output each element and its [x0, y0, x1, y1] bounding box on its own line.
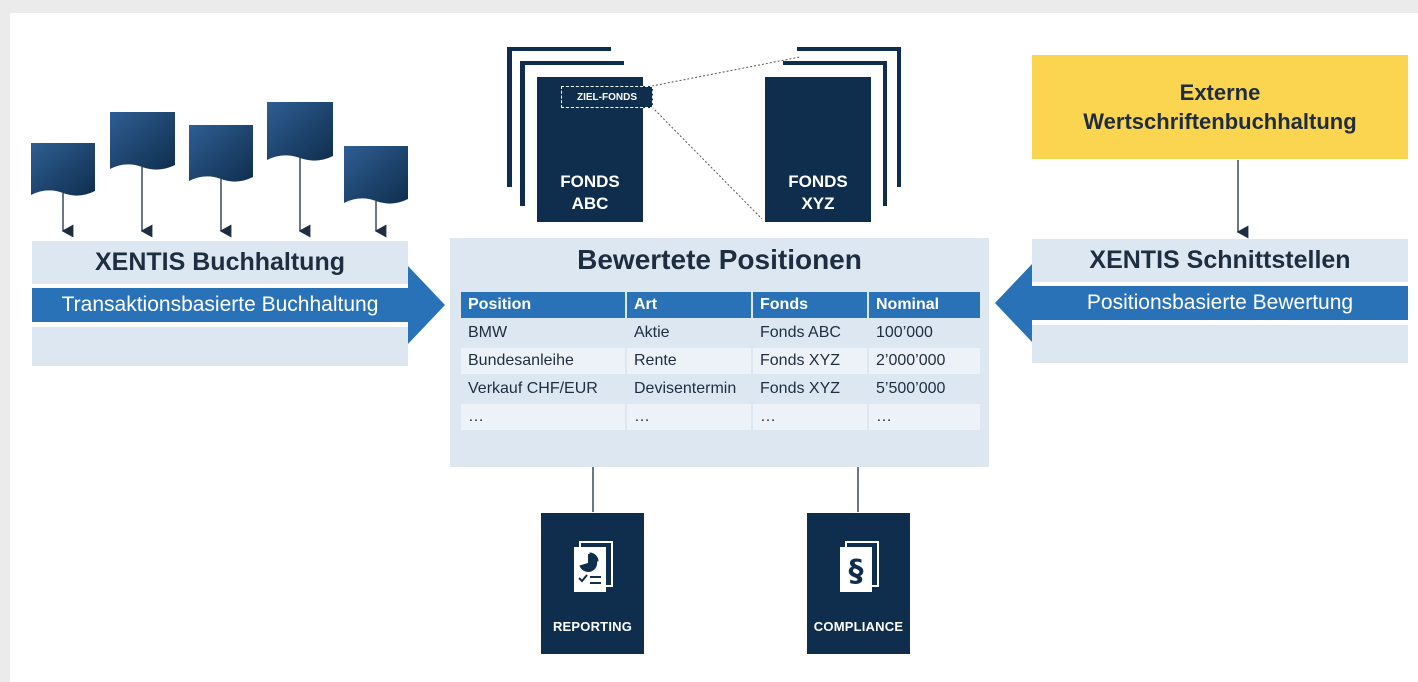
table-cell: … [869, 404, 980, 430]
compliance-icon: § [839, 541, 879, 592]
fund-xyz-line-1: FONDS [788, 172, 848, 191]
reporting-icon [573, 541, 613, 592]
table-cell: 2’000’000 [869, 348, 980, 374]
left-title-band: XENTIS Buchhaltung [32, 241, 408, 284]
table-cell: … [627, 404, 751, 430]
fund-abc-line-2: ABC [571, 194, 609, 213]
target-fund-label: ZIEL-FONDS [577, 91, 637, 103]
diagram-canvas: XENTIS Buchhaltung Transaktionsbasierte … [10, 13, 1418, 682]
right-arrow-label: Positionsbasierte Bewertung [1086, 291, 1354, 314]
positions-header-row: Position Art Fonds Nominal [461, 292, 980, 318]
table-cell: 5’500’000 [869, 376, 980, 402]
target-fund-connector-bottom [651, 106, 763, 220]
connector-layer [31, 47, 1408, 512]
right-title-band: XENTIS Schnittstellen [1032, 239, 1408, 282]
document-icon-3 [189, 125, 253, 238]
fund-xyz-stack [765, 47, 901, 222]
table-cell: 100’000 [869, 320, 980, 346]
table-cell: BMW [461, 320, 625, 346]
left-flow-arrow [32, 266, 445, 344]
table-cell: Verkauf CHF/EUR [461, 376, 625, 402]
fund-abc-stack [507, 47, 643, 222]
document-icon-5 [344, 146, 408, 238]
fund-xyz-label: FONDS XYZ [765, 171, 871, 215]
svg-text:§: § [848, 554, 863, 589]
document-icon-2 [110, 112, 175, 238]
compliance-box: § COMPLIANCE [807, 513, 910, 654]
right-bottom-band [1032, 325, 1408, 363]
external-accounting-box: Externe Wertschriftenbuchhaltung [1032, 55, 1408, 159]
external-line-1: Externe [1179, 80, 1261, 105]
document-icon-4 [267, 102, 333, 238]
table-row: BMW Aktie Fonds ABC 100’000 [461, 320, 980, 346]
table-cell: … [461, 404, 625, 430]
left-arrow-label-box: Transaktionsbasierte Buchhaltung [32, 288, 408, 322]
table-cell: Aktie [627, 320, 751, 346]
column-header: Nominal [869, 292, 980, 318]
table-cell: … [753, 404, 867, 430]
right-title: XENTIS Schnittstellen [1089, 246, 1351, 274]
table-cell: Bundesanleihe [461, 348, 625, 374]
left-bottom-band [32, 327, 408, 366]
table-row: Bundesanleihe Rente Fonds XYZ 2’000’000 [461, 348, 980, 374]
reporting-box: REPORTING [541, 513, 644, 654]
table-cell: Fonds XYZ [753, 348, 867, 374]
table-row: … … … … [461, 404, 980, 430]
fund-abc-line-1: FONDS [560, 172, 620, 191]
fund-xyz-line-2: XYZ [801, 194, 835, 213]
document-icon-1 [31, 143, 95, 238]
table-cell: Fonds ABC [753, 320, 867, 346]
left-title: XENTIS Buchhaltung [95, 248, 345, 276]
valued-positions-title: Bewertete Positionen [577, 244, 862, 275]
right-flow-arrow [995, 264, 1408, 342]
table-cell: Fonds XYZ [753, 376, 867, 402]
table-cell: Rente [627, 348, 751, 374]
left-arrow-label: Transaktionsbasierte Buchhaltung [61, 293, 379, 316]
column-header: Art [627, 292, 751, 318]
target-fund-connector-top [651, 56, 801, 87]
column-header: Fonds [753, 292, 867, 318]
right-arrow-label-box: Positionsbasierte Bewertung [1032, 286, 1408, 320]
fund-abc-label: FONDS ABC [537, 171, 643, 215]
target-fund-tag: ZIEL-FONDS [561, 86, 653, 108]
table-cell: Devisentermin [627, 376, 751, 402]
column-header: Position [461, 292, 625, 318]
valued-positions-panel: Bewertete Positionen Position Art Fonds … [450, 238, 989, 467]
compliance-label: COMPLIANCE [813, 619, 904, 634]
positions-table: Position Art Fonds Nominal BMW Aktie Fon… [459, 290, 982, 432]
table-row: Verkauf CHF/EUR Devisentermin Fonds XYZ … [461, 376, 980, 402]
external-line-2: Wertschriftenbuchhaltung [1083, 109, 1357, 134]
reporting-label: REPORTING [552, 619, 633, 634]
